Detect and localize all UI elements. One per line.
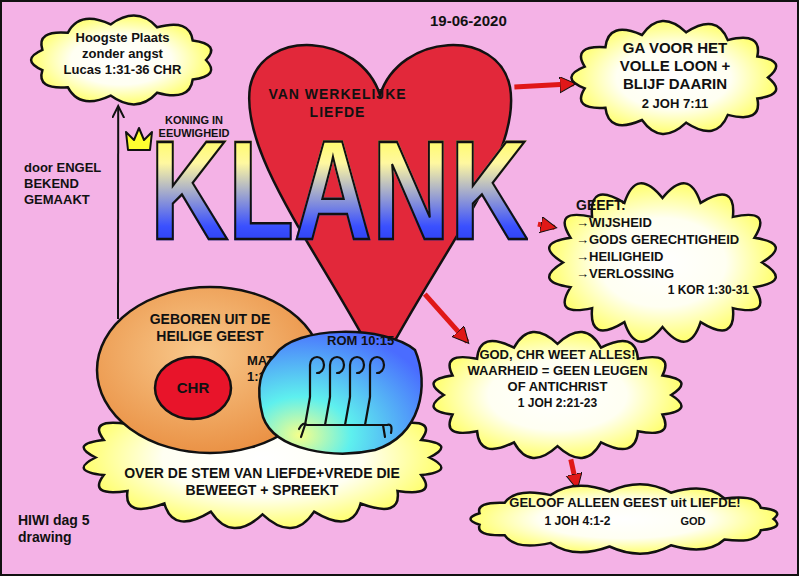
cloud-box: GOD, CHR WEET ALLES!WAARHEID = GEEN LEUG… <box>425 325 690 465</box>
cloud-box: GEEFT:→WIJSHEID→GODS GERECHTIGHEID→HEILI… <box>540 175 785 350</box>
node-text: ROM 10:15 <box>327 333 425 349</box>
cloud-outline <box>31 16 211 105</box>
node-text: 2 JOH 7:11 <box>599 95 751 112</box>
blob-outline <box>259 332 421 454</box>
node-text: OVER DE STEM VAN LIEFDE+VREDE DIE BEWEEG… <box>117 465 407 499</box>
cloud-box: GA VOOR HET VOLLE LOON + BLIJF DAARIN 2 J… <box>565 15 785 140</box>
cloud-outline <box>84 387 442 528</box>
ellipse-outline <box>155 357 231 419</box>
label-holder: 19-06-2020 <box>430 12 550 30</box>
node-text: GOD <box>680 514 705 529</box>
cloud-box: GELOOF ALLEEN GEEST uit LIEFDE! 1 JOH 4:1… <box>465 480 785 558</box>
node-text: Lucas 1:31-36 CHR <box>53 62 192 78</box>
cloud-outline <box>471 484 778 553</box>
node-text: WAARHEID = GEEN LEUGEN OF ANTICHRIST <box>463 363 652 395</box>
cloud-outline <box>571 21 776 134</box>
node-text: VAN WERKELIJKE LIEFDE <box>265 85 410 121</box>
edge-label-holder: door ENGEL BEKEND GEMAAKT <box>24 160 114 208</box>
cloud-outline <box>549 183 776 341</box>
node-text: GELOOF ALLEEN GEEST uit LIEFDE! <box>495 495 755 511</box>
node-text: GA VOOR HET VOLLE LOON + BLIJF DAARIN <box>599 39 751 93</box>
free-label: HIWI dag 5 drawing <box>18 512 100 546</box>
label-holder: HIWI dag 5 drawing <box>18 512 100 546</box>
crown-symbol <box>126 128 152 150</box>
node-text: CHR <box>177 379 210 397</box>
cloud-box: Hoogste Plaats zonder angstLucas 1:31-36… <box>25 10 220 110</box>
connector-arrow <box>538 224 555 227</box>
feet-drawing <box>299 357 392 437</box>
node-outline <box>425 325 690 465</box>
connector-arrow <box>425 294 468 342</box>
node-text: →WIJSHEID <box>576 214 755 231</box>
node-text: →VERLOSSING <box>576 265 755 282</box>
free-label: 19-06-2020 <box>430 12 550 30</box>
node-text: KLANK <box>150 121 528 261</box>
connector-arrow <box>571 459 577 487</box>
node-outline <box>465 480 785 558</box>
connector-arrow <box>514 84 573 87</box>
connector-arrow <box>117 108 119 319</box>
edge-label: door ENGEL BEKEND GEMAAKT <box>24 160 114 208</box>
node-text: GEEFT: <box>576 197 755 214</box>
node-text: GEBOREN UIT DE HEILIGE GEEST <box>120 311 300 345</box>
node-text: GOD, CHR WEET ALLES! <box>463 347 652 363</box>
cloud-outline <box>434 332 682 458</box>
feet-blob: ROM 10:15 <box>255 325 425 455</box>
node-text: 1 JOH 4:1-2 <box>544 514 610 529</box>
node-text: 1 KOR 1:30-31 <box>576 282 749 298</box>
node-text: →GODS GERECHTIGHEID <box>576 231 755 248</box>
node-text: Hoogste Plaats zonder angst <box>53 30 192 62</box>
node-text: →HEILIGHEID <box>576 248 755 265</box>
node-text: 1 JOH 2:21-23 <box>463 395 652 411</box>
red-circle: CHR <box>153 355 233 421</box>
